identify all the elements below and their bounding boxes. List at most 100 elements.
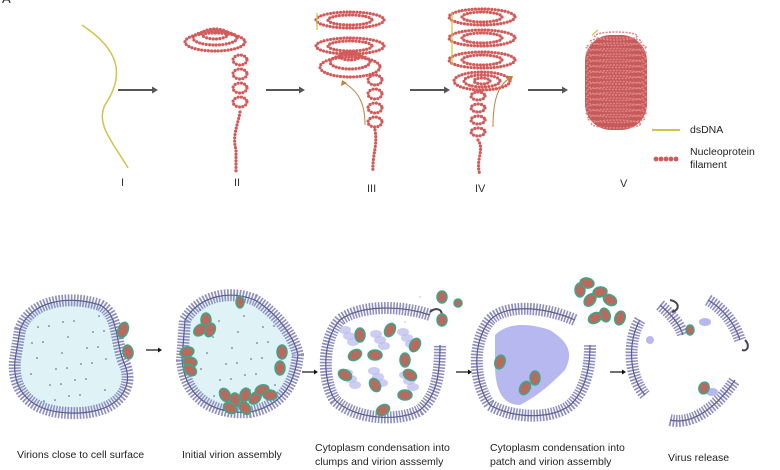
filament-coil <box>460 53 504 67</box>
cytoplasm-particle <box>255 373 257 375</box>
filament-coil <box>231 53 249 67</box>
cytoplasm-particle <box>66 367 68 369</box>
filament-coil <box>191 29 239 47</box>
cytoplasm-particle <box>206 352 208 354</box>
cytoplasm-particle <box>244 374 246 376</box>
filament-coil <box>366 73 384 87</box>
virion <box>436 313 448 327</box>
cytoplasm-particle <box>218 320 220 322</box>
cytoplasm-particle <box>49 384 51 386</box>
capsid-coil <box>585 69 647 80</box>
caption-2: Initial virion assembly <box>182 449 282 461</box>
filament-coil <box>231 95 249 109</box>
filament-coil <box>366 115 384 129</box>
filament-coil <box>447 7 517 27</box>
cytoplasm-particle <box>97 346 99 348</box>
filament-coil <box>231 81 249 95</box>
cytoplasm-fragment <box>646 336 654 344</box>
filament-coil <box>366 87 384 101</box>
cytoplasm-particle <box>219 379 221 381</box>
cytoplasm-particle <box>85 378 87 380</box>
capsid-coil <box>585 102 647 113</box>
virion <box>613 310 627 326</box>
cytoplasm-fragment <box>699 318 711 326</box>
cell-membrane-inner <box>325 307 441 419</box>
virion <box>579 277 595 289</box>
virion <box>354 327 366 343</box>
membrane-fragment-inner <box>707 299 741 341</box>
virion <box>122 344 134 360</box>
filament-coil <box>469 102 487 114</box>
virion <box>402 368 418 382</box>
cytoplasm-particle <box>261 357 263 359</box>
stage-arrow-3-head <box>444 86 450 94</box>
cytoplasm-particle <box>86 347 88 349</box>
process-arrow-2-head <box>314 369 318 375</box>
virion <box>592 286 608 298</box>
cytoplasm-particle <box>80 363 82 365</box>
filament-coil <box>469 90 487 102</box>
virion <box>238 400 252 416</box>
panel-label: A <box>2 0 11 6</box>
stage-arrow-2-head <box>299 86 305 94</box>
movement-arrow-head <box>341 80 347 86</box>
legend-filament-swatch <box>668 156 674 162</box>
capsid-coil <box>589 36 643 47</box>
legend-filament-swatch <box>673 156 679 162</box>
capsid-coil <box>585 64 647 74</box>
cytoplasm-particle <box>199 309 201 311</box>
cytoplasm-particle <box>37 326 39 328</box>
cytoplasm-particle <box>61 352 63 354</box>
cytoplasm-particle <box>36 357 38 359</box>
cytoplasm-particle <box>237 331 239 333</box>
process-arrow-1-head <box>158 347 162 353</box>
stage-arrow-1-head <box>152 86 158 94</box>
virion <box>698 381 710 395</box>
nucleoprotein-filament <box>233 110 242 175</box>
filament-coil <box>447 50 517 70</box>
filament-coil <box>469 114 487 126</box>
cytoplasm-particle <box>55 368 57 370</box>
stage-label-3: III <box>367 183 377 195</box>
stage-label-1: I <box>121 177 125 189</box>
virion <box>493 354 507 370</box>
capsid-coil <box>585 91 647 102</box>
capsid-coil <box>585 108 647 118</box>
virion <box>116 321 130 339</box>
cytoplasm-particle <box>62 321 64 323</box>
cytoplasm-particle <box>103 330 105 332</box>
cytoplasm-patch <box>495 325 570 405</box>
virion <box>274 360 286 376</box>
cytoplasm-particle <box>73 320 75 322</box>
caption-4-line2: patch and virion assembly <box>490 456 612 468</box>
legend-filament-swatch <box>658 156 664 162</box>
membrane-fragment-inner <box>659 304 684 336</box>
cytoplasm-particle <box>230 378 232 380</box>
cytoplasm-clump <box>368 367 380 375</box>
virion <box>368 377 382 393</box>
cytoplasm-particle <box>105 358 107 360</box>
filament-coil <box>460 10 504 24</box>
cytoplasm-particle <box>31 342 33 344</box>
stage-label-5: V <box>620 178 628 190</box>
cytoplasm-particle <box>231 347 233 349</box>
virion <box>218 387 232 403</box>
virion <box>276 344 288 360</box>
filament-coil <box>338 50 362 62</box>
virion <box>399 352 411 368</box>
nucleoprotein-filament <box>371 128 378 174</box>
capsid-body <box>585 35 647 130</box>
filament-coil <box>231 67 249 81</box>
capsid-coil <box>585 97 647 107</box>
virion <box>518 380 532 396</box>
legend-filament-swatch <box>663 156 669 162</box>
cytoplasm-clump <box>339 326 351 334</box>
legend-filament-label-1: Nucleoprotein <box>690 146 755 158</box>
movement-arrow <box>342 81 366 126</box>
movement-arrow <box>492 77 511 128</box>
cytoplasm-clump <box>401 334 413 342</box>
virion <box>262 389 278 401</box>
cytoplasm-particle <box>91 362 93 364</box>
membrane-fragment-inner <box>669 379 736 422</box>
